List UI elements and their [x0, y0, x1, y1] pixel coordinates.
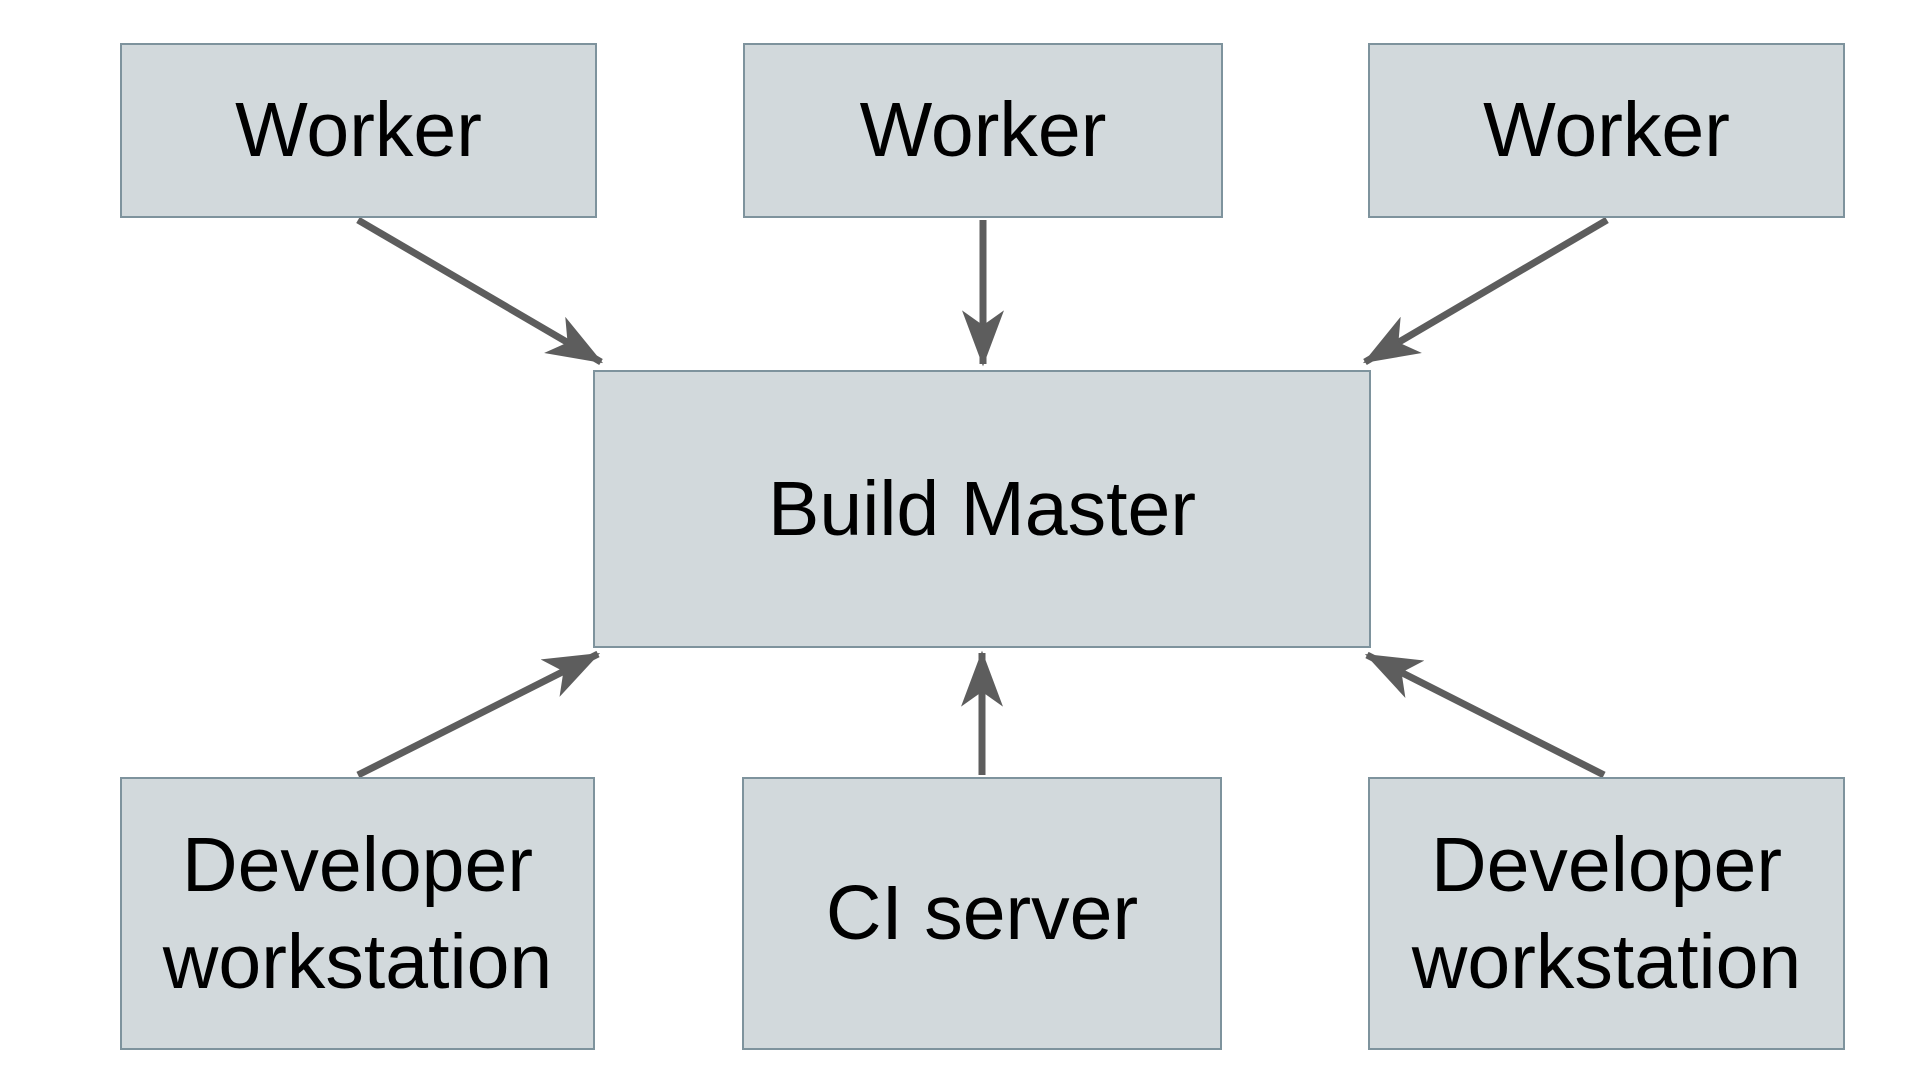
node-developer-workstation-left-label: Developer workstation [162, 822, 553, 1005]
arrow-dev-right-to-build-master [1364, 651, 1606, 779]
node-worker-1: Worker [120, 43, 597, 218]
node-build-master-label: Build Master [768, 465, 1196, 552]
node-worker-3: Worker [1368, 43, 1845, 218]
node-worker-2-label: Worker [859, 87, 1107, 174]
node-worker-2: Worker [743, 43, 1223, 218]
node-developer-workstation-left: Developer workstation [120, 777, 595, 1050]
node-worker-3-label: Worker [1483, 87, 1730, 174]
node-ci-server-label: CI server [825, 870, 1139, 957]
node-build-master: Build Master [593, 370, 1371, 648]
node-worker-1-label: Worker [235, 87, 482, 174]
arrow-worker-3-to-build-master [1362, 216, 1609, 366]
node-developer-workstation-right: Developer workstation [1368, 777, 1845, 1050]
node-developer-workstation-right-label: Developer workstation [1411, 822, 1802, 1005]
node-ci-server: CI server [742, 777, 1222, 1050]
arrow-dev-left-to-build-master [356, 650, 601, 779]
arrow-worker-1-to-build-master [356, 216, 604, 366]
